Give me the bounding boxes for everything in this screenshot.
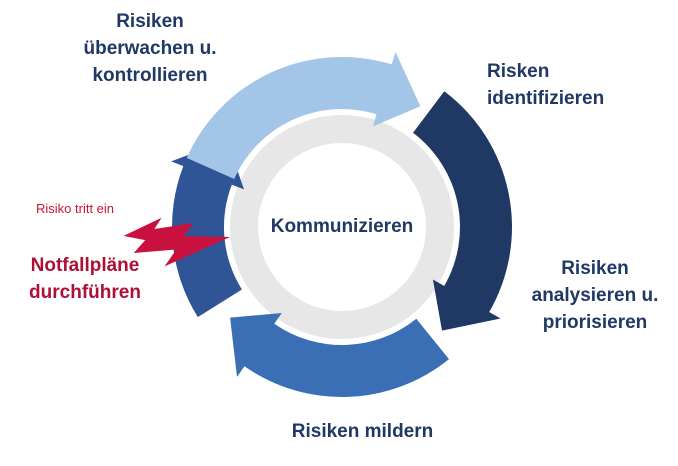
- label-identify: Risken identifizieren: [487, 58, 667, 112]
- label-emergency-line: durchführen: [29, 282, 141, 303]
- label-analyze: Risiken analysieren u. priorisieren: [515, 255, 675, 336]
- arrow-mitigate: [230, 313, 449, 398]
- label-emergency: Notfallpläne durchführen: [0, 252, 170, 306]
- cycle-arrows: [171, 52, 512, 398]
- label-monitor-line: kontrollieren: [92, 65, 208, 86]
- label-monitor-line: Risiken: [116, 11, 184, 32]
- label-monitor: Risiken überwachen u. kontrollieren: [30, 8, 270, 89]
- label-emergency-line: Notfallpläne: [30, 255, 140, 276]
- communication-ring: [230, 115, 454, 339]
- center-label: Kommunizieren: [270, 216, 414, 237]
- risk-event-annotation: Risiko tritt ein: [36, 201, 115, 216]
- lightning-bolt-icon: [123, 217, 230, 267]
- label-analyze-line: Risiken: [561, 258, 629, 279]
- label-analyze-line: analysieren u.: [531, 285, 659, 306]
- label-mitigate: Risiken mildern: [255, 418, 470, 445]
- label-identify-line: Risken: [487, 61, 550, 82]
- arrow-identify: [413, 91, 512, 331]
- label-monitor-line: überwachen u.: [83, 38, 217, 59]
- label-analyze-line: priorisieren: [542, 312, 648, 333]
- arrow-emergency: [171, 140, 244, 318]
- label-mitigate-line: Risiken mildern: [291, 421, 434, 442]
- label-identify-line: identifizieren: [487, 88, 605, 109]
- arrow-monitor: [186, 52, 421, 179]
